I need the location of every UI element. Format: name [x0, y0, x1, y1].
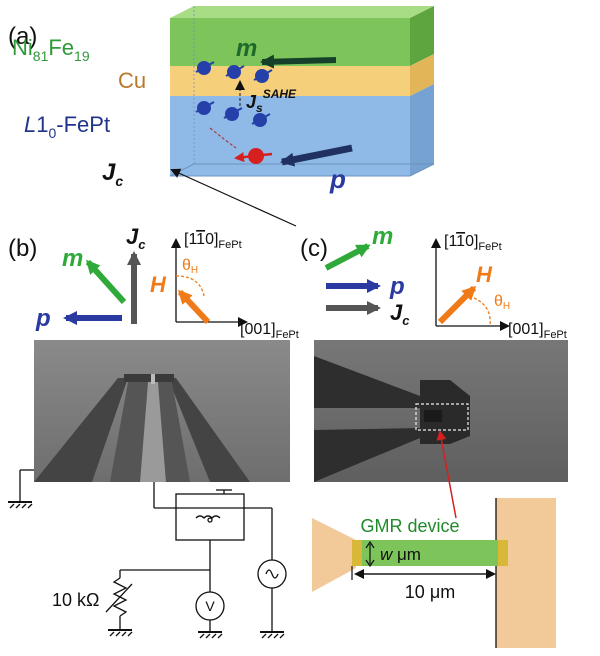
- label-jc-a: Jc: [102, 159, 123, 189]
- label-theta-c: θH: [494, 293, 510, 312]
- m-arrow-b: [85, 259, 127, 305]
- h-arrow-c: [437, 285, 477, 325]
- cu-side-face: [410, 54, 434, 96]
- m-arrow-a: [260, 54, 337, 69]
- circuit-b: [8, 469, 287, 639]
- gmr-device-label: GMR device: [360, 516, 459, 536]
- label-fept: L10-FePt: [24, 112, 110, 141]
- label-nife: Ni81Fe19: [12, 35, 90, 64]
- theta-arc-c: [473, 297, 491, 327]
- label-h-b: H: [150, 272, 167, 297]
- gmr-pointer-arrow: [436, 430, 457, 519]
- nife-top-face: [170, 6, 434, 18]
- label-p-c: p: [389, 273, 405, 300]
- red-spin-arrow: [234, 152, 273, 163]
- panel-label-c: (c): [300, 235, 328, 262]
- label-m-a: m: [236, 35, 257, 62]
- label-p-b: p: [35, 305, 51, 332]
- label-p-a: p: [329, 164, 346, 194]
- nife-layer: [170, 18, 410, 66]
- panel-label-b: (b): [8, 235, 37, 262]
- sem-image-c: [314, 340, 568, 482]
- jc-arrow-a: [170, 168, 297, 227]
- layer-stack: [169, 6, 435, 177]
- spin-row-nife: [195, 61, 273, 83]
- axis-label-horizontal-c: [001]FePt: [508, 321, 567, 341]
- label-m-b: m: [62, 245, 83, 272]
- red-path: [209, 127, 237, 149]
- fept-bottom-edge: [169, 163, 435, 177]
- nife-side-face: [410, 6, 434, 66]
- axis-label-vertical-b: [110]FePt: [184, 231, 242, 251]
- fept-side-face: [410, 84, 434, 176]
- axis-label-horizontal-b: [001]FePt: [240, 321, 299, 341]
- label-theta-b: θH: [182, 257, 198, 276]
- label-jc-b: Jc: [126, 224, 146, 252]
- label-h-c: H: [476, 262, 493, 287]
- m-arrow-c: [324, 243, 371, 271]
- label-m-c: m: [372, 223, 393, 250]
- voltmeter-label: V: [205, 598, 215, 614]
- label-js: JsSAHE: [246, 87, 297, 115]
- gmr-device-schematic: [312, 498, 556, 648]
- label-resistor: 10 kΩ: [52, 590, 99, 610]
- panel-label-a: (a): [8, 23, 37, 50]
- p-arrow-a: [280, 144, 353, 167]
- axis-label-vertical-c: [110]FePt: [444, 233, 502, 253]
- gmr-width-label: w μm: [380, 545, 421, 564]
- label-jc-c: Jc: [390, 300, 410, 328]
- h-arrow-b: [177, 289, 211, 325]
- spin-row-fept: [195, 101, 271, 127]
- label-cu: Cu: [118, 68, 146, 93]
- gmr-length-label: 10 μm: [405, 582, 455, 602]
- sem-image-b: [34, 340, 290, 482]
